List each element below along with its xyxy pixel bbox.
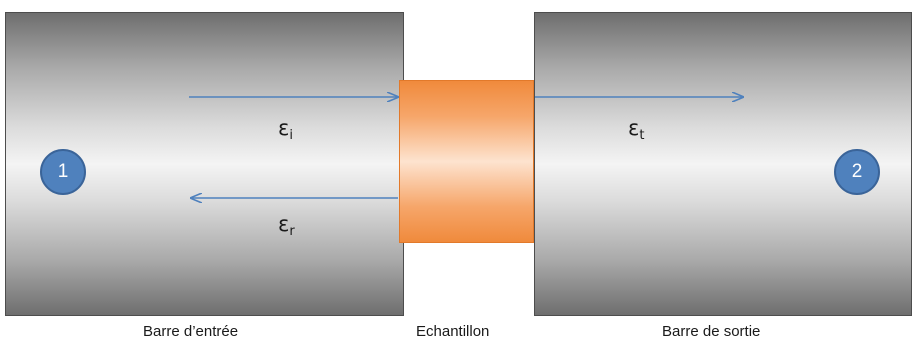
specimen-caption: Echantillon bbox=[416, 323, 490, 340]
input-bar-marker: 1 bbox=[40, 149, 86, 195]
specimen bbox=[399, 80, 534, 243]
input-bar-caption: Barre d’entrée bbox=[143, 323, 239, 340]
transmitted-strain-label: εt bbox=[628, 116, 645, 143]
incident-strain-label: εi bbox=[278, 116, 293, 143]
output-bar-marker: 2 bbox=[834, 149, 880, 195]
output-bar-caption: Barre de sortie bbox=[662, 323, 761, 340]
reflected-strain-label: εr bbox=[278, 212, 295, 239]
